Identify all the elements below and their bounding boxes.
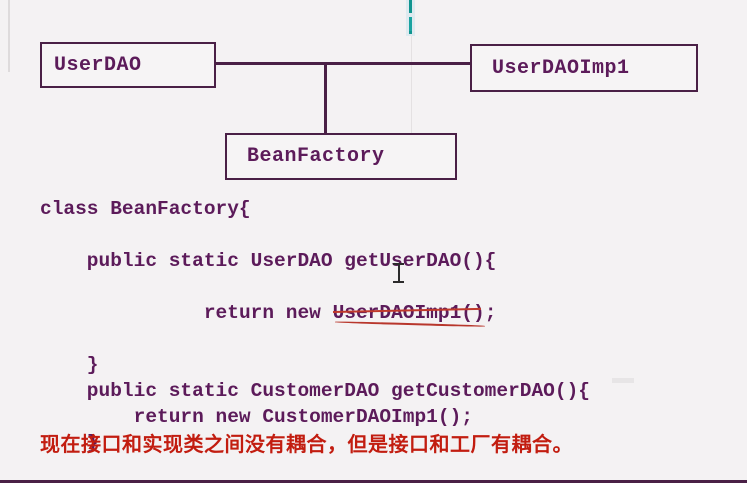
scan-artifact-left (8, 0, 10, 72)
code-line-blank-2 (40, 456, 700, 482)
caption-text: 现在接口和实现类之间没有耦合，但是接口和工厂有耦合。 (40, 432, 573, 456)
code-line-get-userdao-signature: public static UserDAO getUserDAO(){ (40, 250, 497, 272)
code-line-class-decl: class BeanFactory{ (40, 198, 251, 220)
code-return-suffix: (); (461, 302, 497, 324)
scan-artifact-mid (411, 36, 412, 166)
code-line-blank-1 (40, 222, 700, 248)
connector-vertical (324, 63, 327, 135)
code-block: class BeanFactory{ public static UserDAO… (40, 196, 700, 483)
connector-horizontal (216, 62, 470, 65)
diagram-node-userdao[interactable]: UserDAO (40, 42, 216, 88)
code-line-return-userdaoimpl: return new UserDAOImp1(); (40, 274, 700, 352)
code-line-close-brace-2: } (40, 432, 99, 454)
bottom-border-strip (0, 480, 747, 483)
teal-dashed-marker-icon (409, 0, 412, 34)
diagram-node-beanfactory-label: BeanFactory (247, 145, 385, 168)
code-line-close-brace-1: } (40, 354, 99, 376)
scan-artifact-smudge (612, 378, 634, 383)
code-line-return-customerdaoimpl: return new CustomerDAOImp1(); (40, 406, 473, 428)
diagram-node-userdao-label: UserDAO (54, 53, 142, 77)
code-struck-identifier-text: UserDAOImp1 (332, 302, 462, 324)
code-return-prefix: return new (110, 302, 333, 324)
diagram-node-userdaoimpl[interactable]: UserDAOImp1 (470, 44, 698, 92)
code-line-get-customerdao-signature: public static CustomerDAO getCustomerDAO… (40, 380, 590, 402)
code-struck-identifier: UserDAOImp1 (332, 300, 485, 328)
diagram-node-userdaoimpl-label: UserDAOImp1 (492, 56, 630, 80)
diagram-node-beanfactory[interactable]: BeanFactory (225, 133, 457, 180)
